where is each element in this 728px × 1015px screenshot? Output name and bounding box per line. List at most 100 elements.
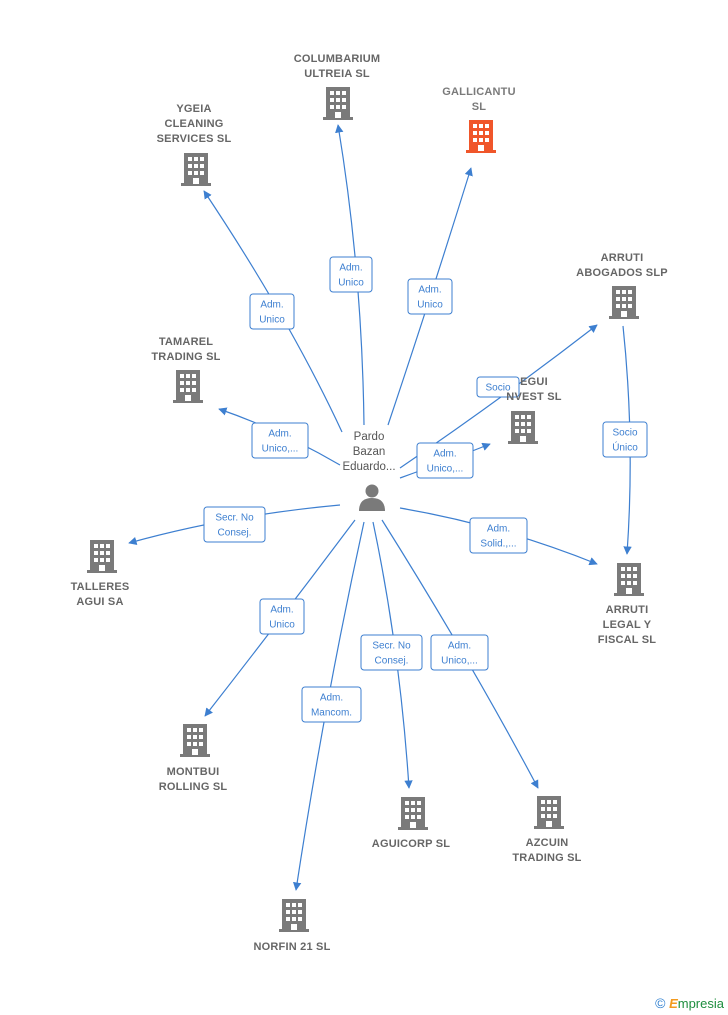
company-node-aguicorp[interactable]: AGUICORP SL bbox=[372, 797, 450, 850]
edge-label-text: Consej. bbox=[218, 528, 252, 539]
edge-label-box bbox=[430, 634, 489, 671]
edge-label-box bbox=[469, 517, 528, 554]
edge-label-box bbox=[301, 686, 362, 723]
building-icon bbox=[181, 153, 211, 186]
edge-label-box bbox=[249, 293, 295, 330]
building-icon bbox=[614, 563, 644, 596]
edge-labels: Adm.UnicoAdm.UnicoAdm.UnicoAdm.Unico,...… bbox=[203, 256, 648, 723]
copyright-symbol: © bbox=[655, 995, 666, 1011]
edge-label-text: Unico bbox=[269, 620, 295, 631]
company-node-ygeia[interactable]: YGEIA CLEANING SERVICES SL bbox=[157, 103, 232, 186]
center-label-line-0: Pardo bbox=[354, 431, 385, 443]
company-label: TAMAREL bbox=[159, 336, 213, 348]
company-label: FISCAL SL bbox=[598, 634, 657, 646]
center-node[interactable]: Pardo Bazan Eduardo... bbox=[342, 431, 396, 511]
brand-name: mpresia bbox=[677, 996, 724, 1011]
company-label: AGUICORP SL bbox=[372, 838, 450, 850]
edge-label-text: Secr. No bbox=[215, 513, 254, 524]
building-icon bbox=[466, 120, 496, 153]
edge-label-text: Unico bbox=[338, 278, 364, 289]
edge-label-box bbox=[259, 598, 305, 635]
edge-label-egui-invest[interactable]: Adm.Unico,... bbox=[416, 442, 474, 479]
edge-label-azcuin[interactable]: Adm. Unico,... bbox=[430, 634, 489, 671]
company-label: ARRUTI bbox=[601, 252, 644, 264]
edge-label-text: Adm. bbox=[448, 641, 471, 652]
building-icon bbox=[323, 87, 353, 120]
edge-label-box bbox=[602, 421, 648, 458]
edge-label-montbui[interactable]: Adm. Unico bbox=[259, 598, 305, 635]
building-icon bbox=[398, 797, 428, 830]
edge-label-text: Unico,... bbox=[262, 444, 299, 455]
edge-label-text: Socio bbox=[485, 383, 510, 394]
company-node-norfin[interactable]: NORFIN 21 SL bbox=[254, 899, 331, 953]
company-label: SERVICES SL bbox=[157, 133, 232, 145]
edge-label-ygeia[interactable]: Adm. Unico bbox=[249, 293, 295, 330]
company-node-arruti-legal[interactable]: ARRUTI LEGAL Y FISCAL SL bbox=[598, 563, 657, 646]
edge-label-text: Unico,... bbox=[441, 656, 478, 667]
company-label: NVEST SL bbox=[506, 391, 561, 403]
edge-label-arruti-legal[interactable]: Adm.Solid.,... bbox=[469, 517, 528, 554]
footer-brand: © Empresia bbox=[655, 995, 724, 1011]
edge-label-box bbox=[407, 278, 453, 315]
company-label: AZCUIN bbox=[526, 837, 569, 849]
edge-label-talleres[interactable]: Secr. No Consej. bbox=[203, 506, 266, 543]
company-node-egui-invest[interactable]: EGUI NVEST SL bbox=[506, 376, 562, 444]
center-label-line-2: Eduardo... bbox=[342, 461, 395, 473]
company-label: ROLLING SL bbox=[159, 781, 228, 793]
edge-label-text: Adm. bbox=[320, 693, 343, 704]
building-icon bbox=[609, 286, 639, 319]
building-icon bbox=[180, 724, 210, 757]
edge-label-text: Único bbox=[612, 441, 638, 454]
company-label: MONTBUI bbox=[167, 766, 220, 778]
edge-label-text: Solid.,... bbox=[480, 539, 516, 550]
edge-label-text: Unico bbox=[259, 315, 285, 326]
edge-label-norfin[interactable]: Adm. Mancom. bbox=[301, 686, 362, 723]
company-label: NORFIN 21 SL bbox=[254, 941, 331, 953]
company-label: ABOGADOS SLP bbox=[576, 267, 668, 279]
edge-label-box bbox=[251, 422, 309, 459]
center-label-line-1: Bazan bbox=[353, 446, 386, 458]
company-node-montbui[interactable]: MONTBUI ROLLING SL bbox=[159, 724, 228, 793]
edge-label-box bbox=[360, 634, 423, 671]
company-label: SL bbox=[472, 101, 487, 113]
company-label: TALLERES bbox=[71, 581, 130, 593]
building-icon bbox=[279, 899, 309, 932]
company-label: LEGAL Y bbox=[603, 619, 652, 631]
building-icon bbox=[508, 411, 538, 444]
company-label: AGUI SA bbox=[76, 596, 123, 608]
brand-initial: E bbox=[669, 996, 678, 1011]
edge-label-tamarel[interactable]: Adm. Unico,... bbox=[251, 422, 309, 459]
edge-label-text: Adm. bbox=[268, 429, 291, 440]
edge-label-arruti-abogados[interactable]: Socio bbox=[476, 376, 520, 398]
company-label: YGEIA bbox=[176, 103, 211, 115]
company-node-talleres[interactable]: TALLERES AGUI SA bbox=[71, 540, 130, 608]
person-icon bbox=[359, 484, 385, 511]
company-node-gallicantu[interactable]: GALLICANTU SL bbox=[442, 86, 516, 153]
edge-label-text: Mancom. bbox=[311, 708, 352, 719]
company-node-arruti-abogados[interactable]: ARRUTI ABOGADOS SLP bbox=[576, 252, 668, 319]
company-node-azcuin[interactable]: AZCUIN TRADING SL bbox=[512, 796, 581, 864]
edge-label-text: Socio bbox=[612, 428, 637, 439]
company-label: GALLICANTU bbox=[442, 86, 516, 98]
edge-label-text: Adm. bbox=[270, 605, 293, 616]
company-label: CLEANING bbox=[164, 118, 223, 130]
company-label: ARRUTI bbox=[606, 604, 649, 616]
edge-label-box bbox=[329, 256, 373, 293]
company-label: TRADING SL bbox=[512, 852, 581, 864]
building-icon bbox=[534, 796, 564, 829]
company-label: EGUI bbox=[520, 376, 548, 388]
edge-label-gallicantu[interactable]: Adm.Unico bbox=[407, 278, 453, 315]
edge-label-text: Unico bbox=[417, 300, 443, 311]
edge-label-columbarium[interactable]: Adm. Unico bbox=[329, 256, 373, 293]
edge-label-box bbox=[476, 376, 520, 398]
company-label: COLUMBARIUM bbox=[294, 53, 381, 65]
edge-label-text: Adm. bbox=[339, 263, 362, 274]
edge-label-box bbox=[203, 506, 266, 543]
edge-label-text: Adm. bbox=[260, 300, 283, 311]
